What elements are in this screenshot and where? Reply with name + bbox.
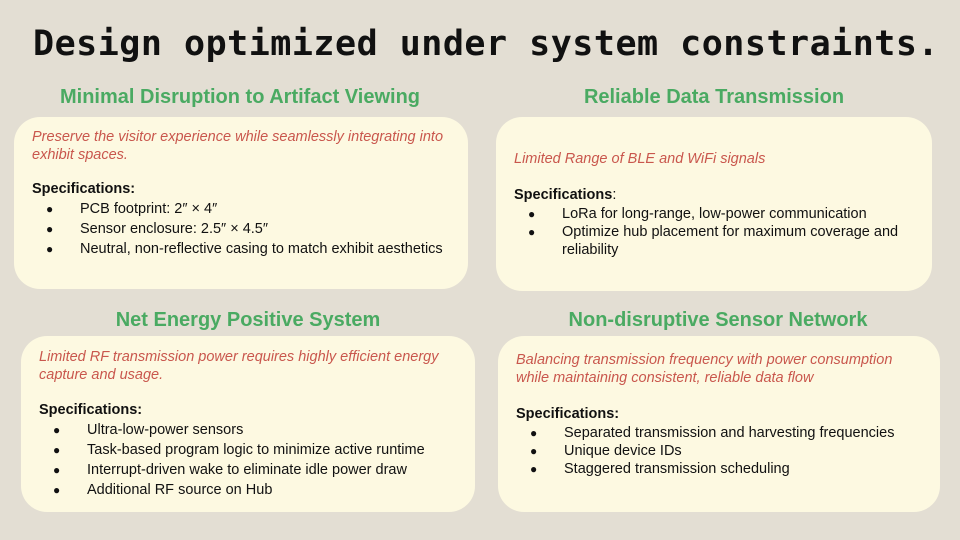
spec-item: ●LoRa for long-range, low-power communic…	[528, 206, 867, 222]
card-description: Limited RF transmission power requires h…	[39, 349, 439, 383]
section-heading-sensor-network: Non-disruptive Sensor Network	[568, 309, 868, 331]
card-description: Limited Range of BLE and WiFi signals	[514, 151, 766, 167]
specifications-label: Specifications:	[39, 402, 143, 418]
section-heading-data-transmission: Reliable Data Transmission	[583, 86, 845, 108]
card-sensor-network: Balancing transmission frequency with po…	[498, 336, 940, 512]
card-data-transmission: Limited Range of BLE and WiFi signals Sp…	[496, 117, 932, 291]
bullet-icon: ●	[46, 242, 54, 256]
bullet-icon: ●	[46, 202, 54, 216]
spec-item: ●Interrupt-driven wake to eliminate idle…	[53, 462, 407, 478]
bullet-icon: ●	[530, 426, 538, 440]
spec-item: ●Sensor enclosure: 2.5″ × 4.5″	[46, 221, 269, 237]
card-description: Preserve the visitor experience while se…	[32, 129, 444, 163]
spec-item: ●Ultra-low-power sensors	[53, 422, 244, 438]
spec-item: ●PCB footprint: 2″ × 4″	[46, 201, 218, 217]
bullet-icon: ●	[53, 483, 61, 497]
bullet-icon: ●	[530, 444, 538, 458]
specifications-list: ●PCB footprint: 2″ × 4″ ●Sensor enclosur…	[32, 199, 454, 259]
bullet-icon: ●	[528, 207, 536, 221]
spec-item: ●Unique device IDs	[530, 443, 682, 459]
specifications-list: ●Ultra-low-power sensors ●Task-based pro…	[39, 420, 461, 500]
bullet-icon: ●	[528, 225, 536, 239]
section-heading-artifact-viewing: Minimal Disruption to Artifact Viewing	[59, 86, 421, 108]
spec-item: ●Staggered transmission scheduling	[530, 461, 790, 477]
specifications-list: ●Separated transmission and harvesting f…	[516, 424, 926, 478]
specifications-label: Specifications:	[32, 181, 136, 197]
spec-item: ●Optimize hub placement for maximum cove…	[528, 224, 899, 258]
card-energy: Limited RF transmission power requires h…	[21, 336, 475, 512]
spec-item: ●Separated transmission and harvesting f…	[530, 425, 895, 441]
specifications-label: Specifications:	[516, 406, 620, 422]
card-description: Balancing transmission frequency with po…	[516, 352, 893, 386]
bullet-icon: ●	[53, 463, 61, 477]
bullet-icon: ●	[53, 443, 61, 457]
bullet-icon: ●	[530, 462, 538, 476]
bullet-icon: ●	[53, 423, 61, 437]
card-artifact-viewing: Preserve the visitor experience while se…	[14, 117, 468, 289]
specifications-list: ●LoRa for long-range, low-power communic…	[514, 205, 918, 259]
bullet-icon: ●	[46, 222, 54, 236]
slide-title: Design optimized under system constraint…	[33, 24, 940, 64]
spec-item: ●Additional RF source on Hub	[53, 482, 273, 498]
spec-item: ●Task-based program logic to minimize ac…	[53, 442, 425, 458]
section-heading-energy: Net Energy Positive System	[115, 309, 381, 331]
specifications-label: Specifications:	[514, 187, 617, 203]
spec-item: ●Neutral, non-reflective casing to match…	[46, 241, 443, 257]
